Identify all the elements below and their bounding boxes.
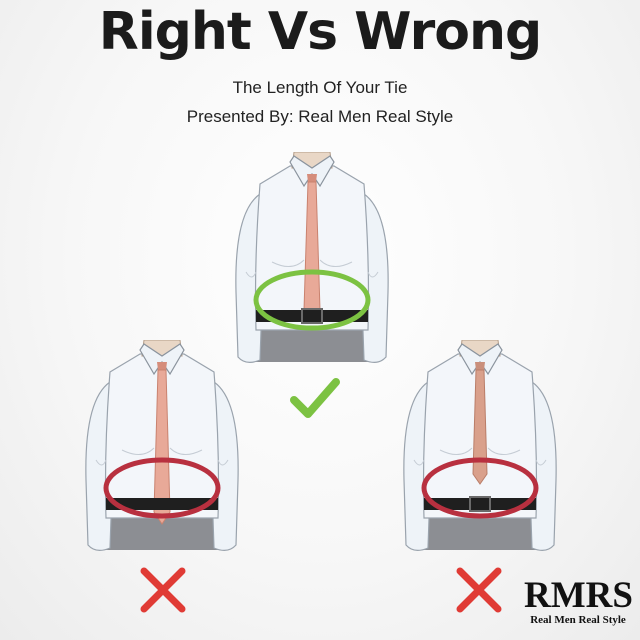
correct-ring [253, 269, 371, 331]
checkmark-icon [290, 378, 340, 418]
logo-tagline: Real Men Real Style [530, 614, 626, 626]
page-subtitle: The Length Of Your Tie [232, 78, 408, 97]
presenter-line: Presented By: Real Men Real Style [186, 107, 454, 126]
logo-initials: RMRS [524, 575, 633, 616]
page-title: Right Vs Wrong [98, 2, 542, 62]
wrong-ring-right [421, 457, 539, 519]
tie-figure-too-short [403, 340, 557, 552]
x-mark-icon [456, 567, 502, 613]
tie-figure-correct [235, 152, 389, 363]
x-mark-icon [140, 567, 186, 613]
wrong-ring-left [103, 457, 221, 519]
rmrs-logo: RMRS Real Men Real Style [524, 575, 633, 626]
tie-figure-too-long [85, 340, 239, 552]
